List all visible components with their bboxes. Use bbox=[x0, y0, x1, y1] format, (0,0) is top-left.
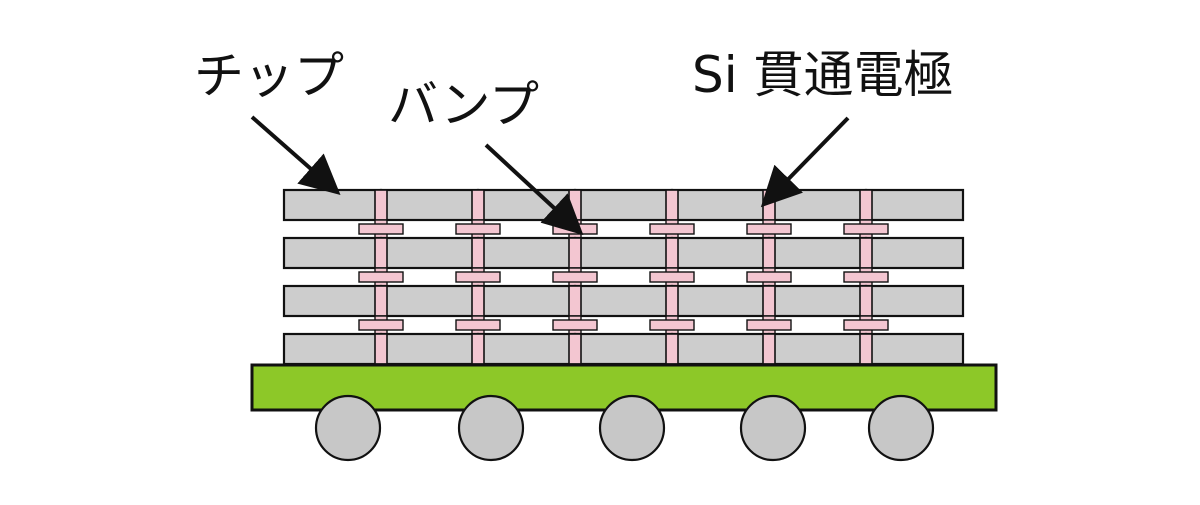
chip-arrow bbox=[250, 115, 341, 195]
tsv-2-6 bbox=[859, 237, 873, 269]
chip-segment-1-4 bbox=[573, 188, 674, 222]
bump-2-1 bbox=[358, 271, 404, 283]
bump-1-6 bbox=[843, 223, 889, 235]
chip-segment-1-6 bbox=[767, 188, 868, 222]
tsv-3-6 bbox=[859, 285, 873, 317]
chip-segment-3-7 bbox=[864, 284, 965, 318]
chip-segment-2-5 bbox=[670, 236, 771, 270]
bump-1-1 bbox=[358, 223, 404, 235]
chip-segment-2-6 bbox=[767, 236, 868, 270]
tsv-3-1 bbox=[374, 285, 388, 317]
chip-segment-1-2 bbox=[379, 188, 480, 222]
chip-segment-4-6 bbox=[767, 332, 868, 366]
bump-3-3 bbox=[552, 319, 598, 331]
chip-layer-3 bbox=[282, 284, 965, 318]
chip-segment-2-4 bbox=[573, 236, 674, 270]
bump-label: バンプ bbox=[388, 76, 539, 134]
tsv-1-6 bbox=[859, 189, 873, 221]
chip-stack bbox=[282, 188, 965, 366]
tsv-1-1 bbox=[374, 189, 388, 221]
bump-3-2 bbox=[455, 319, 501, 331]
chip-label: チップ bbox=[194, 47, 344, 105]
bump-2-5 bbox=[746, 271, 792, 283]
tsv-3-2 bbox=[471, 285, 485, 317]
bump-3-1 bbox=[358, 319, 404, 331]
bump-2-6 bbox=[843, 271, 889, 283]
bump-1-2 bbox=[455, 223, 501, 235]
tsv-3-5 bbox=[762, 285, 776, 317]
chip-layer-1 bbox=[282, 188, 965, 222]
chip-segment-1-5 bbox=[670, 188, 771, 222]
tsv-4-2 bbox=[471, 333, 485, 365]
tsv-4-1 bbox=[374, 333, 388, 365]
tsv-2-3 bbox=[568, 237, 582, 269]
chip-segment-2-2 bbox=[379, 236, 480, 270]
bump-2-4 bbox=[649, 271, 695, 283]
tsv-1-2 bbox=[471, 189, 485, 221]
bump-3-5 bbox=[746, 319, 792, 331]
chip-segment-2-7 bbox=[864, 236, 965, 270]
chip-segment-3-2 bbox=[379, 284, 480, 318]
chip-segment-4-3 bbox=[476, 332, 577, 366]
tsv-4-5 bbox=[762, 333, 776, 365]
bump-1-5 bbox=[746, 223, 792, 235]
diagram-labels: チップ バンプ Si 貫通電極 bbox=[194, 46, 954, 236]
chip-segment-1-7 bbox=[864, 188, 965, 222]
tsv-4-4 bbox=[665, 333, 679, 365]
chip-segment-3-4 bbox=[573, 284, 674, 318]
chip-segment-4-4 bbox=[573, 332, 674, 366]
solder-balls bbox=[314, 394, 935, 462]
tsv-arrow bbox=[760, 116, 850, 208]
chip-segment-1-1 bbox=[282, 188, 383, 222]
chip-segment-4-2 bbox=[379, 332, 480, 366]
chip-segment-3-6 bbox=[767, 284, 868, 318]
tsv-1-4 bbox=[665, 189, 679, 221]
tsv-2-1 bbox=[374, 237, 388, 269]
chip-segment-4-5 bbox=[670, 332, 771, 366]
bump-arrow bbox=[484, 143, 584, 236]
bump-3-4 bbox=[649, 319, 695, 331]
bump-2-2 bbox=[455, 271, 501, 283]
tsv-2-2 bbox=[471, 237, 485, 269]
tsv-3-4 bbox=[665, 285, 679, 317]
chip-layer-2 bbox=[282, 236, 965, 270]
solder-ball-5 bbox=[867, 394, 935, 462]
bump-3-6 bbox=[843, 319, 889, 331]
tsv-1-3 bbox=[568, 189, 582, 221]
solder-ball-3 bbox=[598, 394, 666, 462]
chip-segment-4-1 bbox=[282, 332, 383, 366]
bump-2-3 bbox=[552, 271, 598, 283]
chip-segment-3-5 bbox=[670, 284, 771, 318]
chip-segment-2-3 bbox=[476, 236, 577, 270]
bump-1-4 bbox=[649, 223, 695, 235]
chip-segment-3-3 bbox=[476, 284, 577, 318]
solder-ball-2 bbox=[457, 394, 525, 462]
tsv-2-4 bbox=[665, 237, 679, 269]
chip-segment-2-1 bbox=[282, 236, 383, 270]
tsv-2-5 bbox=[762, 237, 776, 269]
solder-ball-4 bbox=[739, 394, 807, 462]
chip-segment-3-1 bbox=[282, 284, 383, 318]
tsv-3-3 bbox=[568, 285, 582, 317]
chip-layer-4 bbox=[282, 332, 965, 366]
chip-segment-4-7 bbox=[864, 332, 965, 366]
tsv-4-3 bbox=[568, 333, 582, 365]
solder-ball-1 bbox=[314, 394, 382, 462]
tsv-4-6 bbox=[859, 333, 873, 365]
tsv-label: Si 貫通電極 bbox=[692, 46, 954, 104]
